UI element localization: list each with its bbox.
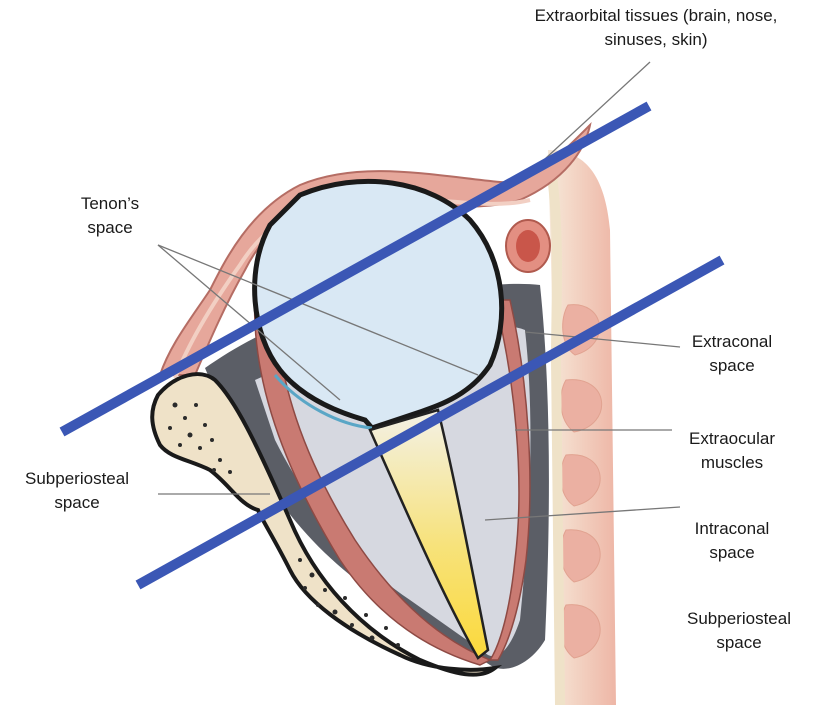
medial-bone-wall xyxy=(552,175,560,705)
label-intraconal-line1: Intraconal xyxy=(672,517,792,541)
label-extraocular-line1: Extraocular xyxy=(672,427,792,451)
label-tenons-line2: space xyxy=(60,216,160,240)
label-tenons-space: Tenon’s space xyxy=(60,192,160,240)
label-subperiosteal-right-line2: space xyxy=(664,631,814,655)
label-subperiosteal-left-line1: Subperiosteal xyxy=(2,467,152,491)
label-intraconal-space: Intraconal space xyxy=(672,517,792,565)
label-extraorbital-line1: Extraorbital tissues (brain, nose, xyxy=(500,4,812,28)
label-tenons-line1: Tenon’s xyxy=(60,192,160,216)
label-extraconal-space: Extraconal space xyxy=(672,330,792,378)
vessel-cross-section xyxy=(506,220,550,272)
label-subperiosteal-space-right: Subperiosteal space xyxy=(664,607,814,655)
label-extraconal-line2: space xyxy=(672,354,792,378)
label-subperiosteal-left-line2: space xyxy=(2,491,152,515)
label-extraocular-muscles: Extraocular muscles xyxy=(672,427,792,475)
label-extraorbital-tissues: Extraorbital tissues (brain, nose, sinus… xyxy=(500,4,812,52)
label-extraorbital-line2: sinuses, skin) xyxy=(500,28,812,52)
label-extraconal-line1: Extraconal xyxy=(672,330,792,354)
label-extraocular-line2: muscles xyxy=(672,451,792,475)
label-subperiosteal-space-left: Subperiosteal space xyxy=(2,467,152,515)
label-subperiosteal-right-line1: Subperiosteal xyxy=(664,607,814,631)
label-intraconal-line2: space xyxy=(672,541,792,565)
